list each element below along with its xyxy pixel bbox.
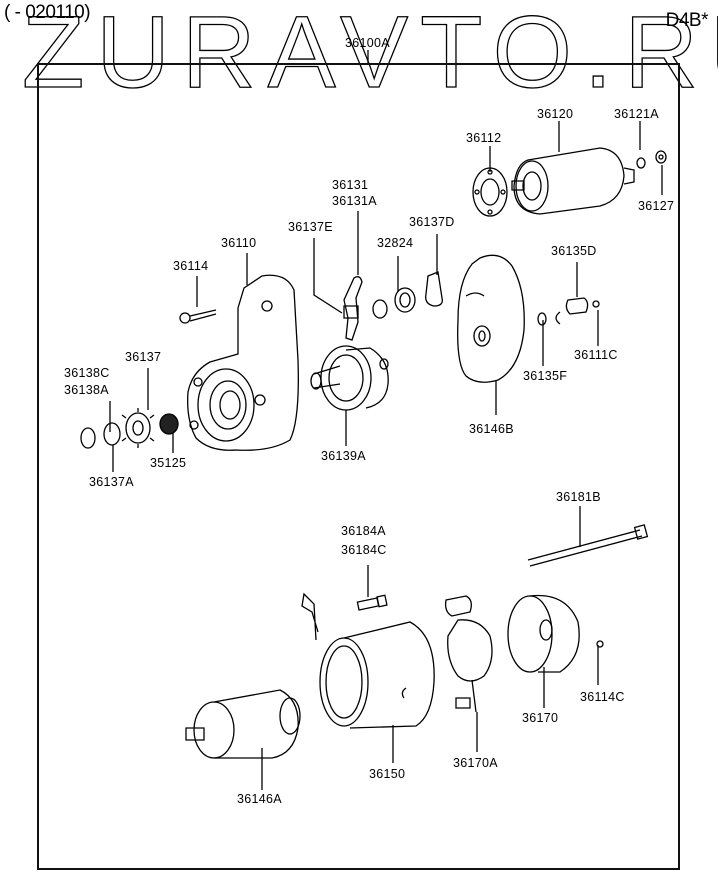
label-36114[interactable]: 36114: [173, 259, 209, 273]
label-36131A[interactable]: 36131A: [332, 194, 377, 208]
gasket-drawing: [473, 168, 507, 216]
label-36146B[interactable]: 36146B: [469, 422, 514, 436]
label-36127[interactable]: 36127: [638, 199, 675, 213]
label-36181B[interactable]: 36181B: [556, 490, 601, 504]
label-32824[interactable]: 32824: [377, 236, 414, 250]
label-36110[interactable]: 36110: [221, 236, 257, 250]
label-36170A[interactable]: 36170A: [453, 756, 498, 770]
lever-drawing: [344, 277, 362, 340]
through-bolt-drawing: [528, 525, 647, 566]
springs-drawing: [373, 272, 442, 318]
armature-drawing: [186, 690, 300, 758]
label-36139A[interactable]: 36139A: [321, 449, 366, 463]
label-36184C[interactable]: 36184C: [341, 543, 387, 557]
label-36146A[interactable]: 36146A: [237, 792, 282, 806]
label-36137D[interactable]: 36137D: [409, 215, 455, 229]
label-36131[interactable]: 36131: [332, 178, 369, 192]
clutch-drawing: [311, 346, 388, 410]
label-36137A[interactable]: 36137A: [89, 475, 134, 489]
date-range: ( - 020110): [4, 2, 91, 23]
front-bracket-drawing: [188, 275, 299, 450]
washer-nut-drawing: [637, 151, 666, 168]
label-36100A[interactable]: 36100A: [345, 36, 390, 50]
label-36184A[interactable]: 36184A: [341, 524, 386, 538]
label-36111C[interactable]: 36111C: [574, 348, 618, 362]
label-36138A[interactable]: 36138A: [64, 383, 109, 397]
leader-lines: [110, 50, 662, 790]
label-36170[interactable]: 36170: [522, 711, 559, 725]
bolt-drawing: [357, 595, 387, 610]
yoke-drawing: [302, 594, 434, 728]
engine-code: D4B*: [665, 10, 709, 31]
label-36135F[interactable]: 36135F: [523, 369, 568, 383]
diagram-frame: [37, 63, 680, 870]
gear-housing-drawing: [458, 255, 525, 382]
brush-holder-drawing: [446, 596, 492, 712]
label-36138C[interactable]: 36138C: [64, 366, 110, 380]
cover-plate-drawing: [538, 298, 599, 325]
label-36137[interactable]: 36137: [125, 350, 162, 364]
label-36150[interactable]: 36150: [369, 767, 406, 781]
pinion-group-drawing: [81, 408, 178, 448]
label-36114C[interactable]: 36114C: [580, 690, 625, 704]
label-36121A[interactable]: 36121A: [614, 107, 659, 121]
label-36120[interactable]: 36120: [537, 107, 574, 121]
label-36112[interactable]: 36112: [466, 131, 502, 145]
label-36137E[interactable]: 36137E: [288, 220, 333, 234]
rear-bracket-drawing: [508, 596, 603, 672]
label-36135D[interactable]: 36135D: [551, 244, 597, 258]
label-35125[interactable]: 35125: [150, 456, 187, 470]
screw-drawing: [180, 310, 216, 323]
solenoid-switch-drawing: [512, 148, 634, 214]
